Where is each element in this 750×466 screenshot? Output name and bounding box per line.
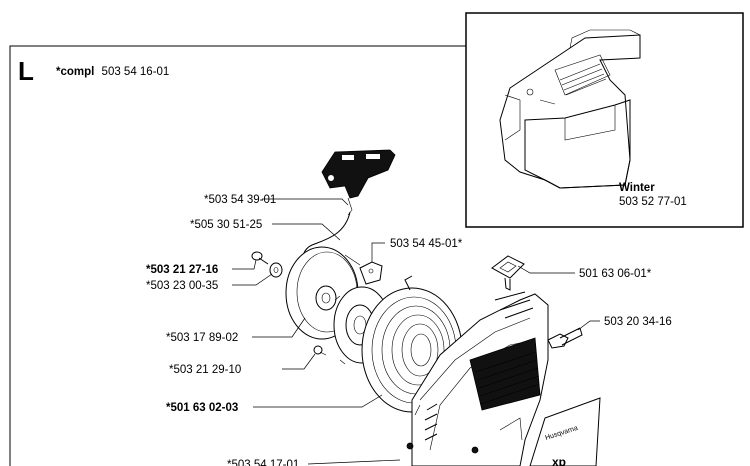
- part-label-housing-part: *503 54 17-01: [227, 459, 299, 466]
- leader-cord: [272, 223, 341, 241]
- small-screw-drawing: [313, 345, 327, 356]
- leader-spring: [253, 394, 383, 408]
- part-label-handle: *503 54 39-01: [204, 194, 276, 206]
- washer-drawing: [269, 262, 283, 278]
- part-label-small-screw: *503 21 29-10: [169, 364, 241, 376]
- leader-washer: [232, 273, 273, 286]
- leader-pawl-bracket: [371, 242, 385, 262]
- section-letter: L: [18, 56, 34, 86]
- part-label-bolt: 503 20 34-16: [604, 316, 672, 328]
- part-label-pawl-bracket: 503 54 45-01*: [390, 238, 463, 250]
- decal-card-drawing: Husqvarna xp: [529, 397, 601, 466]
- leader-housing-part: [307, 459, 401, 465]
- cover-plate-drawing: [491, 255, 525, 291]
- starter-housing-drawing: [406, 291, 549, 466]
- compl-label-prefix: *compl: [56, 66, 94, 78]
- leader-small-screw: [282, 353, 316, 370]
- compl-number: 503 54 16-01: [102, 66, 170, 78]
- inset-number: 503 52 77-01: [619, 196, 687, 208]
- winter-cover-drawing: [499, 29, 641, 189]
- part-label-screw: *503 21 27-16: [146, 264, 218, 276]
- inset-frame: [465, 12, 744, 228]
- leader-cover-plate: [517, 265, 575, 274]
- main-frame-border: [9, 45, 466, 466]
- compl-label: *compl 503 54 16-01: [56, 66, 169, 78]
- decal-model: xp: [552, 455, 566, 466]
- part-label-cord: *505 30 51-25: [190, 219, 262, 231]
- part-label-washer: *503 23 00-35: [146, 280, 218, 292]
- pawl-bracket-drawing: [359, 261, 383, 285]
- leader-screw: [232, 259, 257, 270]
- leader-lines: [232, 198, 600, 465]
- bolt-drawing: [547, 327, 583, 349]
- leader-pulley: [252, 317, 306, 338]
- screw-drawing: [251, 251, 269, 265]
- part-label-cover-plate: 501 63 06-01*: [579, 268, 652, 280]
- part-label-spring: *501 63 02-03: [166, 402, 238, 414]
- leader-bolt: [577, 320, 600, 331]
- part-label-pulley: *503 17 89-02: [166, 332, 238, 344]
- starter-handle-drawing: [321, 149, 396, 216]
- leader-handle: [262, 198, 349, 206]
- inset-title: Winter: [619, 182, 655, 194]
